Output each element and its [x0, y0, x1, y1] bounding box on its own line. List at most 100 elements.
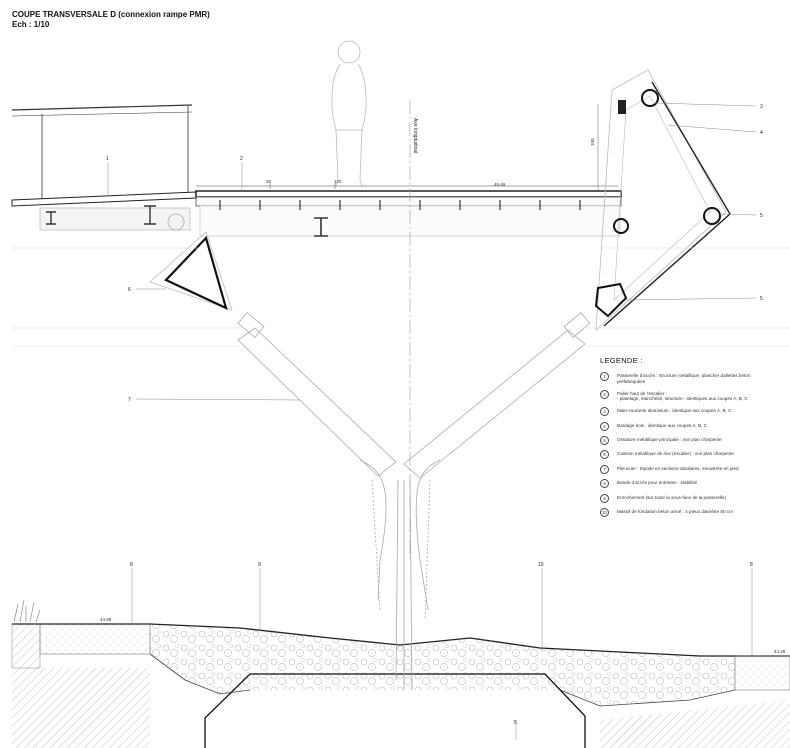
handrail-right — [703, 207, 721, 225]
level-right: 44.28 — [774, 649, 786, 654]
ramp-railing — [11, 104, 193, 200]
callout-9: 9 — [258, 562, 261, 568]
legend-item-number: 9 — [600, 493, 609, 503]
legend-list: 1 Passerelle d'accès : structure métalliq… — [600, 372, 786, 517]
legend-item: 6 Caisson métallique de rive (escalier) :… — [600, 450, 786, 460]
callout-1: 1 — [106, 156, 109, 162]
dim-main: 49.49 — [494, 182, 506, 187]
foundation-block — [204, 673, 586, 748]
legend-item: 3 Main-courante aluminium : identique aux… — [600, 407, 786, 417]
callout-2: 2 — [240, 156, 243, 162]
callout-numbers: 1 2 3 4 5 5 6 7 8 9 10 8 5 — [106, 104, 763, 726]
ramp-slab — [11, 191, 197, 207]
ramp-beam — [39, 207, 191, 231]
legend-item-text: Bardage bois : identique aux coupes A, B… — [617, 422, 707, 428]
legend-item-number: 5 — [600, 435, 609, 445]
pile-piles — [395, 479, 413, 691]
pile-left-arm — [237, 327, 397, 477]
dim-small-b: 120 — [334, 179, 342, 184]
legend-item-text: Palier haut de l'escalier : - platelage,… — [617, 390, 748, 402]
stabilized-band-left — [39, 623, 151, 655]
dim-vertical: 100 — [590, 138, 595, 146]
legend-item-text: Ossature métallique principale : voir pl… — [617, 436, 722, 442]
callout-5b: 5 — [760, 296, 763, 302]
callout-8b: 8 — [750, 562, 753, 568]
legend-item: 4 Bardage bois : identique aux coupes A, … — [600, 421, 786, 431]
pile-right-arm — [403, 329, 586, 479]
ramp-i-beam-2 — [144, 205, 156, 225]
callout-4: 4 — [760, 130, 763, 136]
steel-box-section — [594, 282, 628, 318]
dim-small-a: 30 — [266, 179, 272, 184]
legend-item-text: Passerelle d'accès : structure métalliqu… — [617, 373, 751, 384]
legend-panel: LEGENDE : 1 Passerelle d'accès : structur… — [600, 356, 786, 523]
level-left: 44.88 — [100, 617, 112, 622]
callout-3: 3 — [760, 104, 763, 110]
legend-item: 7 Pile acier : tripode en sections tubula… — [600, 464, 786, 474]
legend-heading: LEGENDE : — [600, 356, 643, 365]
legend-item-text: Caisson métallique de rive (escalier) : … — [617, 451, 734, 457]
legend-item: 5 Ossature métallique principale : voir p… — [600, 435, 786, 445]
legend-item-number: 1 — [600, 372, 609, 381]
drawing-title-line1: COUPE TRANSVERSALE D (connexion rampe PM… — [12, 10, 210, 19]
ramp-deck — [11, 191, 197, 231]
main-deck — [195, 183, 622, 237]
tripod-pile — [237, 312, 591, 691]
legend-item-text: Bande d'accès pour entretien : stabilisé — [617, 480, 698, 486]
deck-bolts — [219, 200, 581, 210]
reference-lines — [12, 247, 790, 347]
pile-head-left — [237, 312, 265, 338]
legend-item-number: 2 — [600, 389, 609, 399]
drawing-scale: Ech : 1/10 — [12, 20, 50, 29]
pile-trunk — [359, 459, 441, 611]
truss-outline — [595, 69, 727, 331]
legend-item-text: Pile acier : tripode en sections tubulai… — [617, 465, 739, 471]
ground-hatch-lower — [12, 668, 790, 748]
deck-slab — [195, 190, 622, 198]
ramp-i-beam-1 — [46, 211, 56, 225]
drawing-title: COUPE TRANSVERSALE D (connexion rampe PM… — [12, 10, 210, 30]
person-silhouette — [331, 40, 367, 187]
stabilized-band-right — [734, 655, 790, 691]
riprap-base-line — [149, 653, 736, 707]
callout-7: 7 — [128, 397, 131, 403]
legend-item: 9 Enrochement (sur toute la sous-face de … — [600, 493, 786, 503]
top-bracket — [618, 100, 626, 114]
callout-8a: 8 — [130, 562, 133, 568]
legend-item: 8 Bande d'accès pour entretien : stabilis… — [600, 479, 786, 489]
railing-top — [11, 104, 193, 111]
ground-embankment-left — [11, 623, 41, 669]
deck-dim-line — [196, 183, 618, 189]
leader-lines — [107, 102, 757, 740]
legend-item-number: 7 — [600, 464, 609, 474]
legend-item-number: 10 — [600, 507, 609, 517]
railing-inner — [11, 111, 193, 117]
handrail-top — [641, 89, 659, 107]
dimension-labels: 30 120 49.49 100 44.88 44.28 — [100, 138, 786, 654]
callout-10: 10 — [538, 562, 544, 568]
deck-i-beam — [314, 217, 328, 237]
legend-item: 2 Palier haut de l'escalier : - platelage… — [600, 389, 786, 402]
legend-item-number: 4 — [600, 421, 609, 431]
handrail-inner — [613, 218, 629, 234]
riprap-fill — [150, 624, 735, 706]
pile-cross-hatch — [371, 479, 431, 621]
callout-5a: 5 — [760, 213, 763, 219]
legend-item-number: 8 — [600, 479, 609, 489]
ground-profile-line — [12, 623, 790, 657]
pile-head-right — [563, 312, 591, 338]
longitudinal-axis: Axe longitudinal — [409, 100, 418, 560]
legend-item-number: 3 — [600, 407, 609, 417]
callout-6: 6 — [128, 287, 131, 293]
legend-item: 1 Passerelle d'accès : structure métalliq… — [600, 372, 786, 384]
truss-inner — [613, 95, 711, 301]
ground-section — [11, 599, 790, 748]
stair-edge-box — [149, 213, 233, 311]
legend-item-number: 6 — [600, 450, 609, 460]
axis-label: Axe longitudinal — [412, 118, 418, 153]
legend-item-text: Enrochement (sur toute la sous-face de l… — [617, 494, 727, 500]
legend-item-text: Main-courante aluminium : identique aux … — [617, 408, 732, 414]
callout-5c: 5 — [514, 720, 517, 726]
